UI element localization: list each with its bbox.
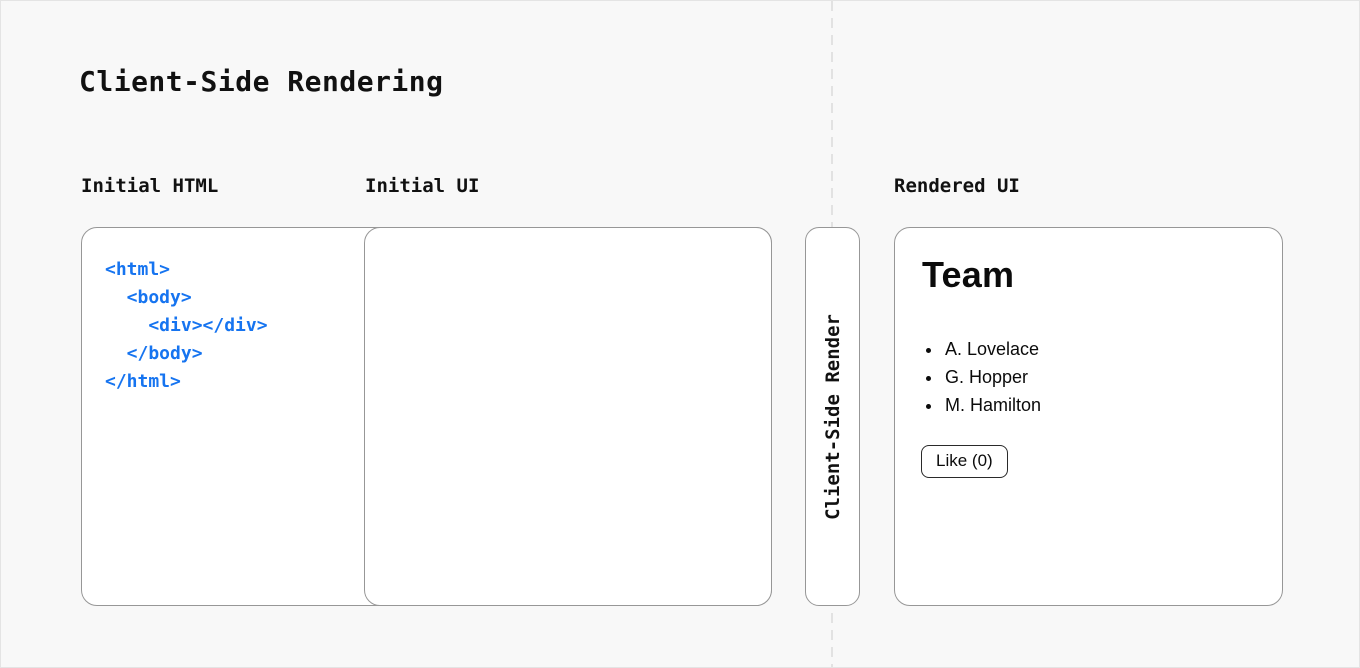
html-code-block: <html> <body> <div></div> </body> </html… xyxy=(105,256,268,396)
step-pill-label: Client-Side Render xyxy=(821,313,844,520)
code-line: <html> xyxy=(105,259,171,280)
like-button[interactable]: Like (0) xyxy=(921,445,1008,478)
initial-ui-panel xyxy=(364,227,772,606)
team-member-list: A. Lovelace G. Hopper M. Hamilton xyxy=(943,335,1041,419)
list-item: M. Hamilton xyxy=(943,391,1041,419)
list-item: A. Lovelace xyxy=(943,335,1041,363)
list-item: G. Hopper xyxy=(943,363,1041,391)
code-line: </html> xyxy=(105,371,181,392)
rendered-ui-panel: Team A. Lovelace G. Hopper M. Hamilton L… xyxy=(894,227,1283,606)
page-title: Client-Side Rendering xyxy=(79,65,444,98)
code-line: </body> xyxy=(105,343,203,364)
code-line: <div></div> xyxy=(105,315,268,336)
team-heading: Team xyxy=(922,254,1015,295)
initial-ui-label: Initial UI xyxy=(365,175,480,197)
initial-html-label: Initial HTML xyxy=(81,175,219,197)
code-line: <body> xyxy=(105,287,192,308)
rendered-ui-label: Rendered UI xyxy=(894,175,1020,197)
client-side-render-step-pill: Client-Side Render xyxy=(805,227,860,606)
